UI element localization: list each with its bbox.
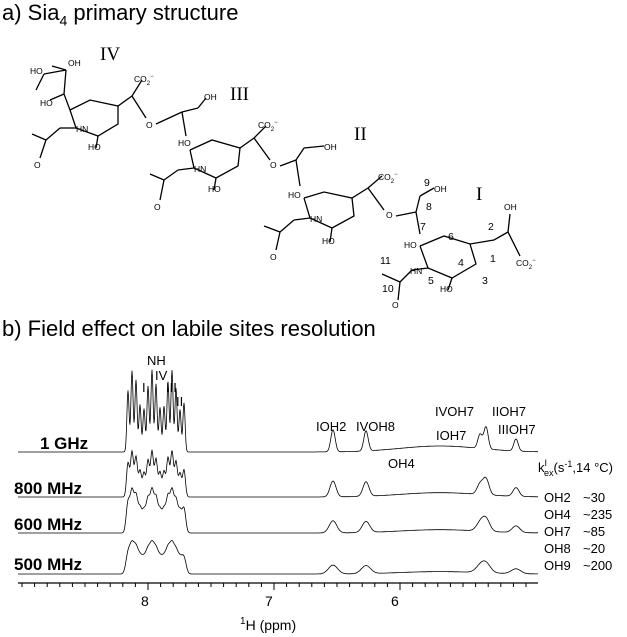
peak-label-ivoh8: IVOH8 — [356, 419, 395, 434]
field-label-1ghz: 1 GHz — [40, 434, 88, 453]
rate-value: ~20 — [583, 541, 605, 556]
atom-number: 9 — [424, 177, 430, 189]
atom-oh: OH — [504, 202, 517, 212]
nmr-trace — [18, 448, 538, 498]
field-label-800mhz: 800 MHz — [14, 479, 82, 498]
atom-number: 3 — [482, 275, 488, 287]
rate-site: OH2 — [544, 490, 571, 505]
atom-co2: CO2− — [378, 172, 398, 185]
atom-number: 5 — [428, 275, 434, 287]
x-tick-label: 8 — [141, 593, 149, 609]
rate-site: OH9 — [544, 558, 571, 573]
sia4-structure — [31, 65, 521, 301]
unit-label-i: I — [476, 184, 482, 205]
nh-unit-iii: III — [166, 380, 177, 395]
atom-hn: HN — [194, 164, 206, 174]
rates-table: OH2 ~30 OH4 ~235 OH7 ~85 OH8 ~20 OH9 ~20… — [544, 490, 612, 573]
atom-o: O — [392, 300, 399, 310]
nmr-trace — [18, 486, 538, 534]
rate-site: OH7 — [544, 524, 571, 539]
atom-o: O — [146, 120, 153, 130]
atom-hn: HN — [410, 266, 422, 276]
nh-unit-ii: II — [176, 394, 183, 409]
panel-a-title: a) Sia4 primary structure — [2, 0, 239, 29]
peak-label-ivoh7: IVOH7 — [435, 404, 474, 419]
atom-hn: HN — [310, 214, 322, 224]
atom-ho: HO — [88, 142, 101, 152]
atom-ho: HO — [322, 236, 335, 246]
atom-co2: CO2− — [134, 74, 154, 87]
nmr-spectra — [18, 369, 538, 575]
atom-number: 4 — [458, 257, 464, 269]
atom-ho: HO — [178, 138, 191, 148]
unit-label-iii: III — [230, 84, 249, 105]
atom-ho: HO — [40, 98, 53, 108]
peak-label-oh4: OH4 — [388, 456, 415, 471]
nh-unit-iv: IV — [155, 368, 168, 383]
atom-o: O — [34, 160, 41, 170]
atom-co2: CO2− — [258, 120, 278, 133]
atom-number: 2 — [488, 221, 494, 233]
atom-ho: HO — [404, 240, 417, 250]
rate-site: OH4 — [544, 507, 571, 522]
unit-i-numbering: 1 2 3 4 5 6 7 8 9 10 11 — [380, 177, 496, 295]
rate-value: ~200 — [583, 558, 612, 573]
peak-label-ioh2: IOH2 — [316, 419, 346, 434]
atom-number: 11 — [380, 255, 391, 267]
x-axis: 8 7 6 1H (ppm) — [18, 582, 538, 633]
atom-ho: HO — [440, 284, 453, 294]
x-axis-label: 1H (ppm) — [240, 616, 296, 633]
atom-oh: OH — [324, 142, 337, 152]
atom-number: 7 — [420, 221, 426, 233]
atom-ho: HO — [30, 66, 43, 76]
unit-label-ii: II — [354, 124, 367, 145]
atom-o: O — [270, 252, 277, 262]
atom-hn: HN — [76, 124, 88, 134]
x-axis-ticks — [21, 583, 527, 590]
atom-ho: HO — [288, 190, 301, 200]
nh-unit-i: I — [142, 380, 146, 395]
peak-label-ioh7: IOH7 — [436, 428, 466, 443]
atom-number: 6 — [448, 231, 454, 243]
peak-label-iiioh7: IIIOH7 — [498, 422, 536, 437]
atom-o: O — [270, 160, 277, 170]
unit-label-iv: IV — [100, 44, 120, 65]
atom-number: 10 — [382, 283, 394, 295]
rate-site: OH8 — [544, 541, 571, 556]
nh-label: NH — [147, 353, 166, 368]
rate-value: ~30 — [583, 490, 605, 505]
atom-number: 1 — [490, 253, 496, 265]
atom-ho: HO — [208, 184, 221, 194]
nmr-trace — [18, 540, 538, 575]
x-tick-label: 7 — [265, 593, 273, 609]
atom-oh: OH — [68, 58, 81, 68]
atom-oh: OH — [434, 184, 447, 194]
panel-b-title: b) Field effect on labile sites resoluti… — [2, 316, 376, 341]
atom-labels: HO OH HO CO2− O HN HO O OH HO CO2− O HN … — [30, 58, 536, 310]
peak-label-iioh7: IIOH7 — [492, 404, 526, 419]
field-label-500mhz: 500 MHz — [14, 555, 82, 574]
rate-value: ~235 — [583, 507, 612, 522]
atom-oh: OH — [204, 92, 217, 102]
atom-o: O — [386, 210, 393, 220]
nmr-trace — [18, 369, 538, 453]
x-tick-label: 6 — [391, 593, 399, 609]
atom-number: 8 — [426, 201, 432, 213]
field-label-600mhz: 600 MHz — [14, 515, 82, 534]
atom-o: O — [154, 202, 161, 212]
rate-value: ~85 — [583, 524, 605, 539]
atom-co2: CO2− — [516, 258, 536, 271]
